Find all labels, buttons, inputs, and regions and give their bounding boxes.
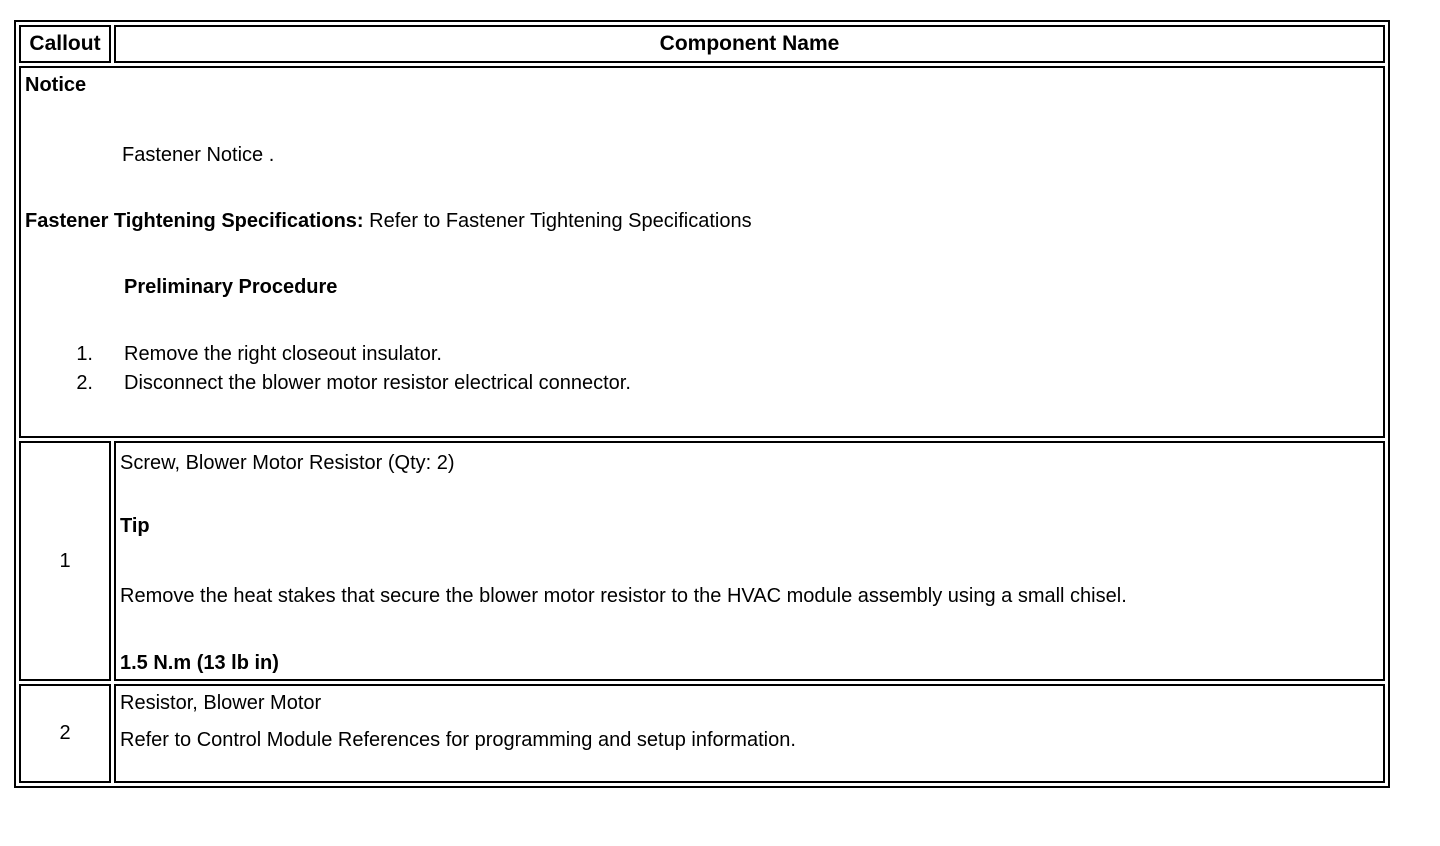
note-text: Refer to Control Module References for p… (120, 729, 796, 751)
preliminary-title: Preliminary Procedure (124, 276, 338, 298)
callout-number: 1 (59, 549, 71, 572)
callout-cell: 2 (19, 684, 111, 783)
procedure-step: 2. Disconnect the blower motor resistor e… (61, 372, 631, 395)
spec-text: Refer to Fastener Tightening Specificati… (363, 210, 752, 232)
component-name: Resistor, Blower Motor (120, 692, 322, 714)
header-row: Callout Component Name (19, 25, 1385, 63)
callout-cell: 1 (19, 441, 111, 681)
component-name: Screw, Blower Motor Resistor (Qty: 2) (120, 452, 455, 474)
spec-label: Fastener Tightening Specifications: (25, 210, 364, 232)
tip-label: Tip (120, 515, 150, 537)
spec-line: Fastener Tightening Specifications: Refe… (25, 210, 752, 233)
callout-number: 2 (59, 722, 71, 744)
procedure-step: 1. Remove the right closeout insulator. (61, 343, 442, 366)
step-text: Disconnect the blower motor resistor ele… (124, 372, 631, 394)
tip-text: Remove the heat stakes that secure the b… (120, 585, 1127, 607)
fastener-notice-line: Fastener Notice . (122, 144, 275, 166)
step-number: 2. (76, 372, 93, 394)
step-number: 1. (76, 343, 93, 365)
torque-spec: 1.5 N.m (13 lb in) (120, 652, 279, 674)
header-component-cell: Component Name (114, 25, 1385, 63)
header-callout-cell: Callout (19, 25, 111, 63)
step-text: Remove the right closeout insulator. (124, 343, 442, 365)
notice-row: Notice Fastener Notice . Fastener Tighte… (19, 66, 1385, 438)
table-row: 2 Resistor, Blower Motor Refer to Contro… (19, 684, 1385, 783)
component-table: Callout Component Name Notice Fastener N… (14, 20, 1390, 788)
component-cell: Resistor, Blower Motor Refer to Control … (114, 684, 1385, 783)
component-cell: Screw, Blower Motor Resistor (Qty: 2) Ti… (114, 441, 1385, 681)
table-row: 1 Screw, Blower Motor Resistor (Qty: 2) … (19, 441, 1385, 681)
notice-cell: Notice Fastener Notice . Fastener Tighte… (19, 66, 1385, 438)
notice-title: Notice (25, 74, 87, 96)
